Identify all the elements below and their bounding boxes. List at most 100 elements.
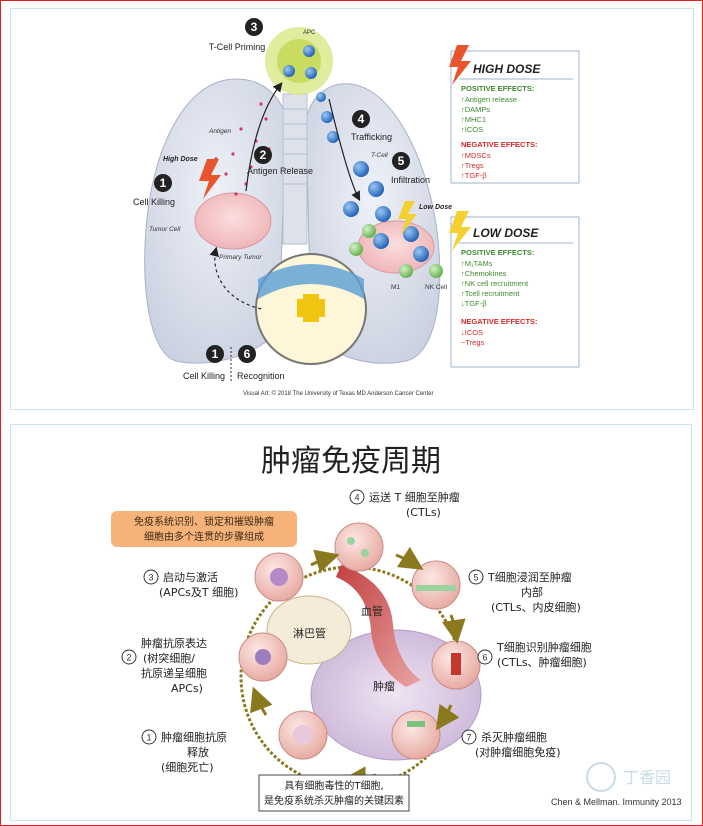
svg-text:1: 1 — [160, 176, 167, 190]
cancer-immunity-cycle-diagram: 肿瘤免疫周期 免疫系统识别、锁定和摧毁肿瘤 细胞由多个连贯的步骤组成 血管 淋巴… — [10, 424, 692, 821]
cycle-title: 肿瘤免疫周期 — [261, 444, 441, 479]
svg-text:↑Tregs: ↑Tregs — [461, 161, 484, 170]
svg-text:↓TGF-β: ↓TGF-β — [461, 299, 487, 308]
label-lymph: 淋巴管 — [293, 626, 326, 640]
svg-text:5: 5 — [473, 573, 478, 583]
bubble-step-7 — [391, 710, 441, 760]
bubble-step-6 — [431, 640, 481, 690]
svg-text:4: 4 — [354, 493, 359, 503]
svg-text:↑ICOS: ↑ICOS — [461, 125, 483, 134]
label-tumor-cell: Tumor Cell — [149, 226, 181, 233]
svg-text:(对肿瘤细胞免疫): (对肿瘤细胞免疫) — [475, 745, 561, 759]
svg-text:免疫系统识别、锁定和摧毁肿瘤: 免疫系统识别、锁定和摧毁肿瘤 — [134, 515, 274, 528]
label-high-dose: High Dose — [163, 156, 198, 163]
low-dose-box: LOW DOSE POSITIVE EFFECTS: ↑M₁TAMs ↑Chem… — [449, 211, 580, 368]
high-dose-bolt — [199, 159, 221, 199]
legend-label-recognition: Recognition — [237, 371, 285, 381]
legend-badge-1: 1 — [206, 345, 224, 363]
svg-text:T细胞浸润至肿瘤: T细胞浸润至肿瘤 — [487, 570, 572, 584]
svg-text:释放: 释放 — [187, 745, 209, 759]
svg-text:1: 1 — [212, 347, 219, 361]
svg-text:杀灭肿瘤细胞: 杀灭肿瘤细胞 — [481, 730, 547, 744]
label-t-cell: T-Cell — [371, 152, 388, 159]
svg-text:↑MDSCs: ↑MDSCs — [461, 151, 491, 160]
svg-text:3: 3 — [148, 573, 153, 583]
svg-text:HIGH DOSE: HIGH DOSE — [473, 62, 541, 76]
svg-text:APCs): APCs) — [171, 682, 203, 695]
svg-text:(CTLs、肿瘤细胞): (CTLs、肿瘤细胞) — [497, 655, 587, 669]
step-label-t-cell-priming: T-Cell Priming — [209, 42, 266, 52]
arrow-antigen-to-apc — [245, 82, 283, 192]
legend-label-cell-killing: Cell Killing — [183, 371, 225, 381]
step-badge-3: 3 — [245, 18, 263, 36]
intro-box: 免疫系统识别、锁定和摧毁肿瘤 细胞由多个连贯的步骤组成 — [111, 511, 297, 547]
label-low-dose: Low Dose — [419, 204, 452, 211]
svg-text:2: 2 — [126, 653, 131, 663]
svg-text:5: 5 — [398, 154, 405, 168]
svg-text:(CTLs): (CTLs) — [406, 506, 441, 519]
step-badge-1: 1 — [154, 174, 172, 192]
svg-text:(CTLs、内皮细胞): (CTLs、内皮细胞) — [491, 600, 581, 614]
synapse-zoom — [255, 253, 367, 365]
step-3-text: 3 启动与激活 (APCs及T 细胞) — [143, 569, 238, 599]
conclusion-box: 具有细胞毒性的T细胞, 是免疫系统杀灭肿瘤的关键因素 — [258, 774, 410, 812]
svg-text:2: 2 — [260, 148, 267, 162]
label-primary-tumor: Primary Tumor — [219, 254, 262, 261]
svg-text:NEGATIVE EFFECTS:: NEGATIVE EFFECTS: — [461, 317, 538, 326]
label-antigen: Antigen — [208, 128, 231, 135]
high-dose-box: HIGH DOSE POSITIVE EFFECTS: ↑Antigen rel… — [449, 45, 580, 184]
label-apc: APC — [303, 30, 316, 36]
label-tumor: 肿瘤 — [373, 679, 395, 693]
label-blood-vessel: 血管 — [361, 604, 383, 618]
dxy-watermark: 丁香园 — [586, 762, 671, 792]
svg-text:(树突细胞/: (树突细胞/ — [143, 651, 195, 665]
svg-text:是免疫系统杀灭肿瘤的关键因素: 是免疫系统杀灭肿瘤的关键因素 — [264, 794, 404, 807]
svg-text:6: 6 — [482, 653, 487, 663]
bubble-step-5 — [411, 560, 461, 610]
svg-text:↑MHC1: ↑MHC1 — [461, 115, 486, 124]
svg-text:↑Chemokines: ↑Chemokines — [461, 269, 507, 278]
svg-text:4: 4 — [358, 112, 365, 126]
step-7-text: 7 杀灭肿瘤细胞 (对肿瘤细胞免疫) — [461, 729, 561, 759]
svg-text:↑Antigen release: ↑Antigen release — [461, 95, 517, 104]
credit-text: Visual Art: © 2018 The University of Tex… — [243, 390, 434, 397]
step-4-text: 4 运送 T 细胞至肿瘤 (CTLs) — [349, 489, 460, 519]
low-dose-bolt — [398, 201, 417, 235]
svg-text:细胞由多个连贯的步骤组成: 细胞由多个连贯的步骤组成 — [144, 530, 264, 543]
step-badge-4: 4 — [352, 110, 370, 128]
lymph-node — [266, 595, 352, 665]
arrow-trafficking — [328, 98, 361, 202]
step-2-text: 2 肿瘤抗原表达 (树突细胞/ 抗原递呈细胞 APCs) — [121, 636, 207, 695]
bubble-step-3 — [254, 552, 304, 602]
svg-text:NEGATIVE EFFECTS:: NEGATIVE EFFECTS: — [461, 140, 538, 149]
svg-text:↑TGF-β: ↑TGF-β — [461, 171, 487, 180]
svg-text:(细胞死亡): (细胞死亡) — [161, 760, 214, 774]
apc-cell — [265, 27, 333, 95]
svg-text:运送 T 细胞至肿瘤: 运送 T 细胞至肿瘤 — [369, 490, 460, 504]
svg-text:抗原递呈细胞: 抗原递呈细胞 — [141, 666, 207, 680]
step-label-infiltration: Infiltration — [391, 175, 430, 185]
svg-text:3: 3 — [251, 20, 258, 34]
bubble-step-1 — [278, 710, 328, 760]
step-6-text: 6 T细胞识别肿瘤细胞 (CTLs、肿瘤细胞) — [477, 640, 592, 669]
svg-text:1: 1 — [146, 733, 151, 743]
svg-text:内部: 内部 — [521, 585, 543, 599]
arrow-recognition — [209, 246, 262, 310]
t-cells — [316, 92, 443, 278]
svg-text:↑M₁TAMs: ↑M₁TAMs — [461, 259, 493, 268]
svg-text:~Tregs: ~Tregs — [461, 338, 485, 347]
svg-text:启动与激活: 启动与激活 — [163, 570, 218, 584]
step-1-text: 1 肿瘤细胞抗原 释放 (细胞死亡) — [141, 729, 227, 774]
svg-text:LOW DOSE: LOW DOSE — [473, 226, 539, 240]
step-label-trafficking: Trafficking — [351, 132, 392, 142]
bubble-step-4 — [334, 522, 384, 572]
svg-text:7: 7 — [466, 733, 471, 743]
svg-text:↑DAMPs: ↑DAMPs — [461, 105, 490, 114]
svg-text:↑NK cell recruitment: ↑NK cell recruitment — [461, 279, 529, 288]
step-badge-5: 5 — [392, 152, 410, 170]
svg-text:肿瘤细胞抗原: 肿瘤细胞抗原 — [161, 730, 227, 744]
svg-text:(APCs及T 细胞): (APCs及T 细胞) — [159, 586, 238, 599]
primary-tumor — [194, 192, 272, 250]
svg-text:POSITIVE EFFECTS:: POSITIVE EFFECTS: — [461, 84, 534, 93]
svg-text:具有细胞毒性的T细胞,: 具有细胞毒性的T细胞, — [284, 779, 383, 792]
